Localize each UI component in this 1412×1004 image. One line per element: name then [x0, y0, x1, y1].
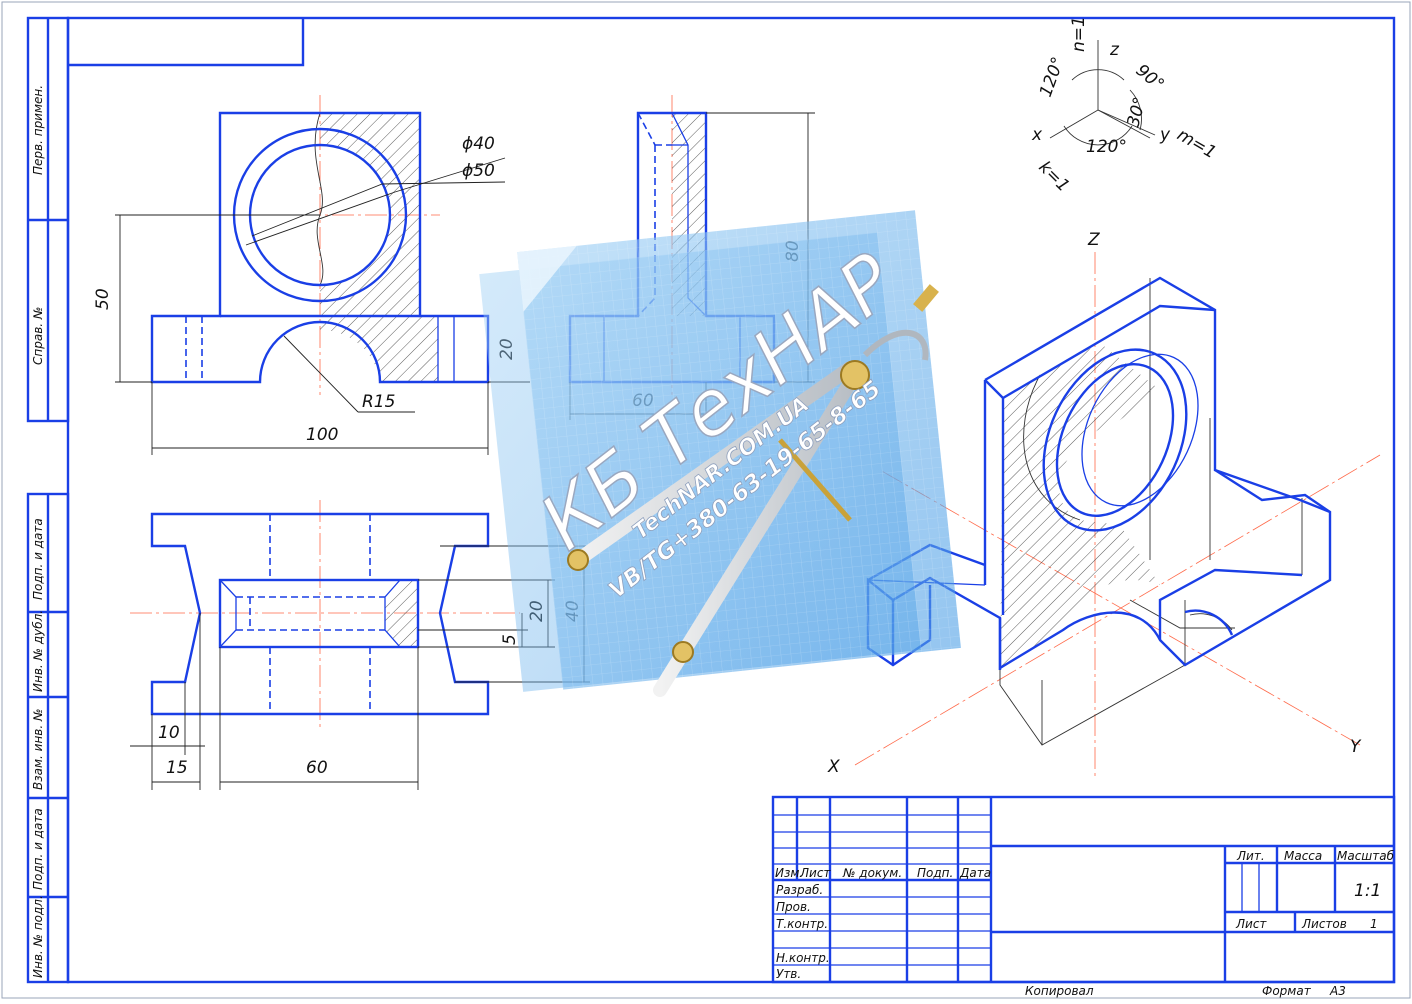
legend-x: x	[1031, 125, 1043, 145]
dim-w10: 10	[158, 723, 180, 743]
tb-sheets-count: 1	[1370, 917, 1378, 931]
iso-axis-z: Z	[1087, 230, 1100, 250]
axes-legend: n=1 z 90° 120° 120° 30° x y m=1 k=1	[1031, 16, 1220, 196]
dim-d40: ϕ40	[462, 134, 495, 154]
tb-nkontr: Н.контр.	[776, 951, 830, 965]
dim-d50: ϕ50	[462, 161, 495, 181]
tb-izm: Изм.	[775, 866, 803, 880]
side-label-podp-2: Подп. и дата	[31, 808, 45, 890]
legend-n: n=1	[1069, 16, 1089, 52]
legend-a120-bottom: 120°	[1086, 137, 1127, 157]
tb-data: Дата	[959, 866, 991, 880]
tb-utv: Утв.	[776, 967, 801, 981]
legend-z: z	[1109, 40, 1120, 60]
side-label-inv-dubl: Инв. № дубл.	[31, 610, 45, 692]
side-label-inv-podl: Инв. № подл.	[31, 895, 45, 978]
side-label-perv: Перв. примен.	[31, 85, 45, 175]
side-label-podp-1: Подп. и дата	[31, 518, 45, 600]
legend-y: y	[1159, 125, 1171, 145]
legend-a120-left: 120°	[1036, 54, 1069, 99]
tb-tkontr: Т.контр.	[776, 917, 828, 931]
dim-h50: 50	[93, 288, 113, 310]
tb-masshtab: Масштаб	[1337, 849, 1395, 863]
dim-w100: 100	[306, 425, 338, 445]
tb-sheets: Листов	[1301, 917, 1347, 931]
iso-axis-x: X	[827, 757, 840, 777]
isometric-view: Z X Y	[827, 230, 1381, 780]
title-block: Изм. Лист № докум. Подп. Дата Разраб. Пр…	[771, 795, 1396, 998]
tb-scale: 1:1	[1354, 881, 1381, 901]
tb-format-value: A3	[1329, 984, 1346, 998]
iso-axis-y: Y	[1350, 737, 1362, 757]
legend-a30: 30°	[1124, 95, 1151, 129]
tb-kopiroval: Копировал	[1025, 984, 1094, 998]
tb-format: Формат	[1262, 984, 1312, 998]
compass-icon	[567, 284, 939, 697]
dim-v5: 5	[500, 634, 520, 645]
dim-w60-top: 60	[306, 758, 328, 778]
side-label-vzam: Взам. инв. №	[31, 709, 45, 790]
tb-razrab: Разраб.	[776, 883, 823, 897]
legend-a90: 90°	[1132, 61, 1168, 96]
side-stamp-labels: Перв. примен. Справ. № Подп. и дата Инв.…	[31, 85, 45, 978]
dim-w15: 15	[166, 758, 188, 778]
tb-lit: Лит.	[1236, 849, 1265, 863]
tb-massa: Масса	[1284, 849, 1322, 863]
tb-list: Лист	[799, 866, 831, 880]
dim-r15: R15	[362, 392, 395, 412]
watermark: КБ ТехНАР TechNAR.COM.UA VB/TG+380-63-19…	[479, 210, 961, 697]
tb-prov: Пров.	[776, 900, 811, 914]
tb-podp: Подп.	[917, 866, 953, 880]
legend-m: m=1	[1174, 125, 1220, 163]
legend-k: k=1	[1034, 157, 1073, 196]
tb-sheet: Лист	[1235, 917, 1267, 931]
tb-doc: № докум.	[842, 866, 902, 880]
side-label-sprav: Справ. №	[31, 307, 45, 365]
front-view: ϕ40 ϕ50 50 20 R15 100	[93, 95, 530, 455]
